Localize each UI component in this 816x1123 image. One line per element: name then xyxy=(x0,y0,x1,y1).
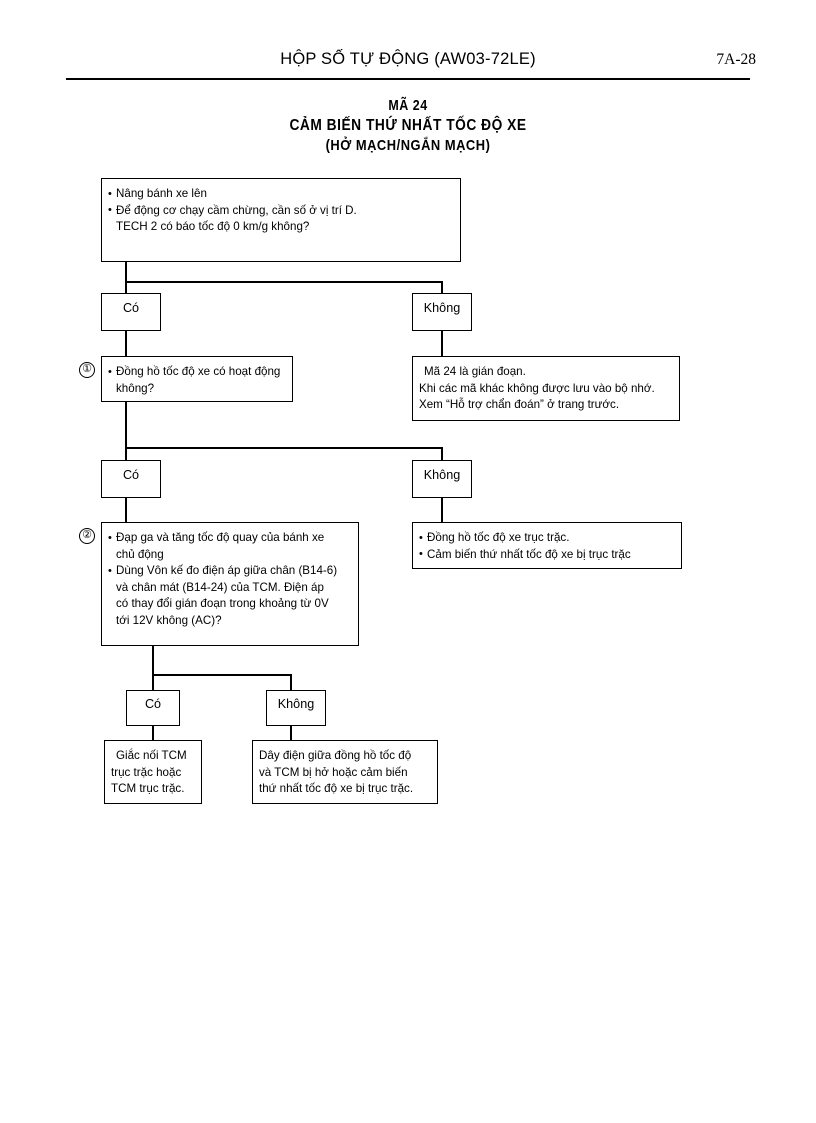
result-2-bullet-1: Đồng hồ tốc độ xe trục trặc. xyxy=(419,530,673,547)
result-yes-box: Giắc nối TCM trục trặc hoặc TCM trục trặ… xyxy=(104,740,202,804)
step-2-bullet-2-cont-1: và chân mát (B14-24) của TCM. Điện áp xyxy=(116,580,324,594)
connector-branch-3 xyxy=(152,674,292,676)
title-component: CẢM BIẾN THỨ NHẤT TỐC ĐỘ XE xyxy=(289,117,527,134)
connector-no-1-down xyxy=(441,331,443,356)
result-1-line-1: Mã 24 là gián đoạn. xyxy=(424,365,526,378)
result-no-box: Dây điện giữa đồng hồ tốc độ và TCM bị h… xyxy=(252,740,438,804)
decision-2-no: Không xyxy=(412,460,472,498)
result-no-line-3: thứ nhất tốc độ xe bị trục trặc. xyxy=(259,782,414,796)
step-2-bullet-1: Đạp ga và tăng tốc độ quay của bánh xe xyxy=(108,530,350,547)
result-2-box: Đồng hồ tốc độ xe trục trặc. Cảm biến th… xyxy=(412,522,682,569)
header-divider xyxy=(66,78,750,80)
start-box: Nâng bánh xe lên Để động cơ chạy cầm chừ… xyxy=(101,178,461,262)
step-2-marker: ② xyxy=(79,528,95,544)
title-fault-type: (HỞ MẠCH/NGẮN MẠCH) xyxy=(325,137,491,154)
result-yes-line-2: trục trặc hoặc xyxy=(111,765,182,779)
step-1-line-1: Đồng hồ tốc độ xe có hoạt động xyxy=(108,364,284,381)
connector-yes-3-down xyxy=(152,726,154,740)
connector-no-3-down xyxy=(290,726,292,740)
result-yes-line-1: Giắc nối TCM xyxy=(116,749,187,762)
step-2-bullet-2-cont-2: có thay đổi gián đoạn trong khoảng từ 0V xyxy=(116,597,329,611)
connector-yes-2-down xyxy=(125,498,127,522)
result-yes-line-3: TCM trục trặc. xyxy=(111,782,185,796)
diagnostic-title-block: MÃ 24 CẢM BIẾN THỨ NHẤT TỐC ĐỘ XE (HỞ MẠ… xyxy=(0,96,816,156)
step-1-marker: ① xyxy=(79,362,95,378)
connector-start-drop xyxy=(125,262,127,293)
connector-branch-1 xyxy=(125,281,443,283)
start-bullet-1: Nâng bánh xe lên xyxy=(108,186,452,203)
result-no-line-1: Dây điện giữa đồng hồ tốc độ xyxy=(259,749,412,762)
step-2-bullet-2-cont-3: tới 12V không (AC)? xyxy=(116,613,222,627)
decision-3-no: Không xyxy=(266,690,326,726)
start-bullet-2: Để động cơ chạy cầm chừng, cần số ở vị t… xyxy=(108,202,452,220)
decision-3-yes-label: Có xyxy=(144,696,162,711)
connector-branch-3-right-drop xyxy=(290,674,292,690)
decision-2-no-label: Không xyxy=(423,467,461,482)
connector-branch-2-right-drop xyxy=(441,447,443,460)
title-code: MÃ 24 xyxy=(388,98,428,114)
page-header-title: HỘP SỐ TỰ ĐỘNG (AW03-72LE) xyxy=(280,50,536,68)
decision-1-yes-label: Có xyxy=(122,300,140,315)
step-1-box: Đồng hồ tốc độ xe có hoạt động không? xyxy=(101,356,293,402)
result-1-line-2: Khi các mã khác không được lưu vào bộ nh… xyxy=(419,381,655,395)
decision-1-no: Không xyxy=(412,293,472,331)
step-2-bullet-1-cont: chủ động xyxy=(116,547,164,561)
decision-3-yes: Có xyxy=(126,690,180,726)
result-2-bullet-2: Cảm biến thứ nhất tốc độ xe bị trục trặc xyxy=(419,546,673,564)
connector-step-1-drop xyxy=(125,402,127,460)
decision-2-yes-label: Có xyxy=(122,467,140,482)
connector-no-2-down xyxy=(441,498,443,522)
result-no-line-2: và TCM bị hở hoặc cảm biến xyxy=(259,765,408,779)
connector-branch-2 xyxy=(125,447,443,449)
step-1-line-2: không? xyxy=(116,381,155,395)
decision-2-yes: Có xyxy=(101,460,161,498)
step-2-box: Đạp ga và tăng tốc độ quay của bánh xe c… xyxy=(101,522,359,646)
step-2-bullet-2: Dùng Vôn kế đo điện áp giữa chân (B14-6) xyxy=(108,563,350,580)
result-1-box: Mã 24 là gián đoạn. Khi các mã khác khôn… xyxy=(412,356,680,421)
start-bullet-2-cont: TECH 2 có báo tốc độ 0 km/g không? xyxy=(116,220,310,234)
connector-step-2-drop xyxy=(152,646,154,690)
result-1-line-3: Xem “Hỗ trợ chẩn đoán” ở trang trước. xyxy=(419,398,620,412)
decision-1-no-label: Không xyxy=(423,300,461,315)
connector-yes-1-down xyxy=(125,331,127,356)
decision-3-no-label: Không xyxy=(277,696,315,711)
page-number: 7A-28 xyxy=(716,51,756,68)
connector-branch-1-right-drop xyxy=(441,281,443,293)
decision-1-yes: Có xyxy=(101,293,161,331)
